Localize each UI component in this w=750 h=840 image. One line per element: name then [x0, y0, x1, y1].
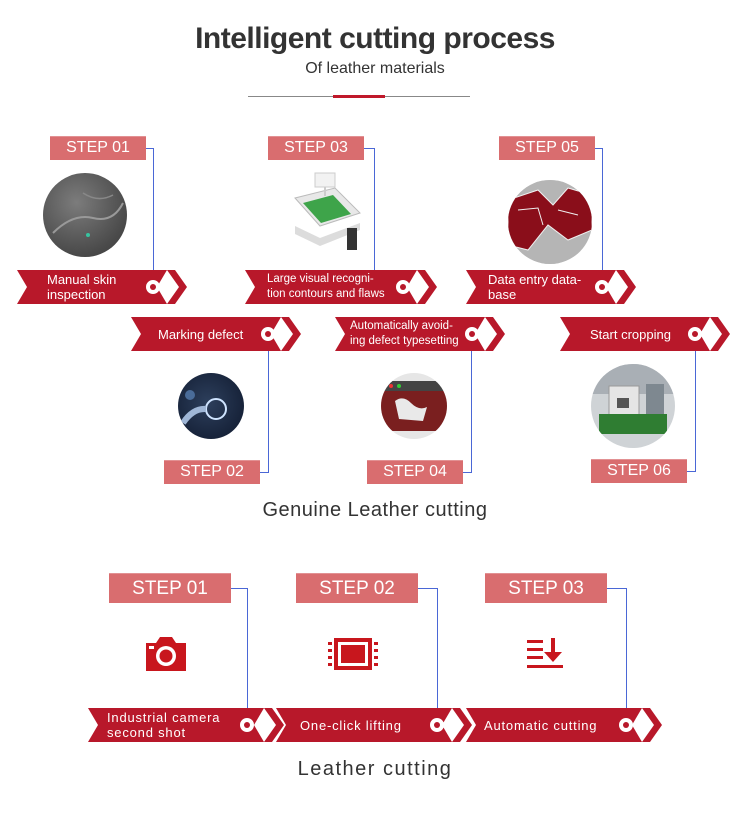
- step-banner-03[interactable]: Large visual recogni-tion contours and f…: [245, 270, 442, 304]
- camera-icon: [143, 634, 189, 674]
- page-subtitle: Of leather materials: [305, 60, 445, 77]
- banner-label: Manual skin inspection: [47, 272, 117, 302]
- step-banner-05[interactable]: Data entry data-base: [466, 270, 641, 304]
- title-divider-accent: [333, 95, 385, 98]
- cut-download-icon: [527, 638, 565, 670]
- step-dot: [619, 718, 633, 732]
- banner-label-line2: tion contours and flaws: [267, 288, 385, 300]
- banner-label-line2: second shot: [107, 725, 186, 740]
- skin-inspection-photo: [43, 173, 127, 257]
- leather-banner-02[interactable]: One-click lifting: [276, 708, 476, 742]
- visual-recognition-machine-image: [285, 168, 365, 256]
- step-dot: [688, 327, 702, 341]
- conveyor-icon: [328, 636, 378, 672]
- step-tag-01-leather: STEP 01: [109, 573, 231, 603]
- leather-banner-03[interactable]: Automatic cutting: [466, 708, 666, 742]
- step-dot: [261, 327, 275, 341]
- page-title: Intelligent cutting process: [195, 22, 555, 55]
- step-dot: [396, 280, 410, 294]
- cropping-machine-photo: [591, 364, 675, 448]
- step-banner-02[interactable]: Marking defect: [131, 317, 306, 351]
- banner-label: Automatic cutting: [484, 717, 598, 733]
- database-leather-image: [508, 180, 592, 264]
- step-tag-03: STEP 03: [268, 136, 364, 160]
- banner-label-line1: Industrial camera: [107, 710, 221, 725]
- step-tag-05: STEP 05: [499, 136, 595, 160]
- step-banner-04[interactable]: Automatically avoid-ing defect typesetti…: [335, 317, 510, 351]
- banner-label-line1: Large visual recogni-: [267, 273, 374, 285]
- banner-label: Marking defect: [158, 326, 244, 342]
- banner-label: One-click lifting: [300, 717, 402, 733]
- step-dot: [465, 327, 479, 341]
- step-dot: [146, 280, 160, 294]
- banner-label: Start cropping: [590, 326, 671, 342]
- step-dot: [595, 280, 609, 294]
- section-title-genuine: Genuine Leather cutting: [262, 499, 488, 521]
- step-tag-06: STEP 06: [591, 459, 687, 483]
- step-dot: [240, 718, 254, 732]
- step-banner-06[interactable]: Start cropping: [560, 317, 735, 351]
- banner-label-line1: Data entry data-: [488, 272, 582, 287]
- step-banner-01[interactable]: Manual skin inspection: [17, 270, 192, 304]
- step-dot: [430, 718, 444, 732]
- step-tag-02: STEP 02: [164, 460, 260, 484]
- step-tag-01: STEP 01: [50, 136, 146, 160]
- step-tag-03-leather: STEP 03: [485, 573, 607, 603]
- section-title-leather: Leather cutting: [297, 758, 453, 780]
- marking-defect-photo: [178, 373, 244, 439]
- banner-label-line2: ing defect typesetting: [350, 335, 459, 347]
- typesetting-screen-image: [381, 373, 447, 439]
- banner-label-line1: Automatically avoid-: [350, 320, 453, 332]
- step-tag-04: STEP 04: [367, 460, 463, 484]
- step-tag-02-leather: STEP 02: [296, 573, 418, 603]
- banner-label-line2: base: [488, 287, 517, 302]
